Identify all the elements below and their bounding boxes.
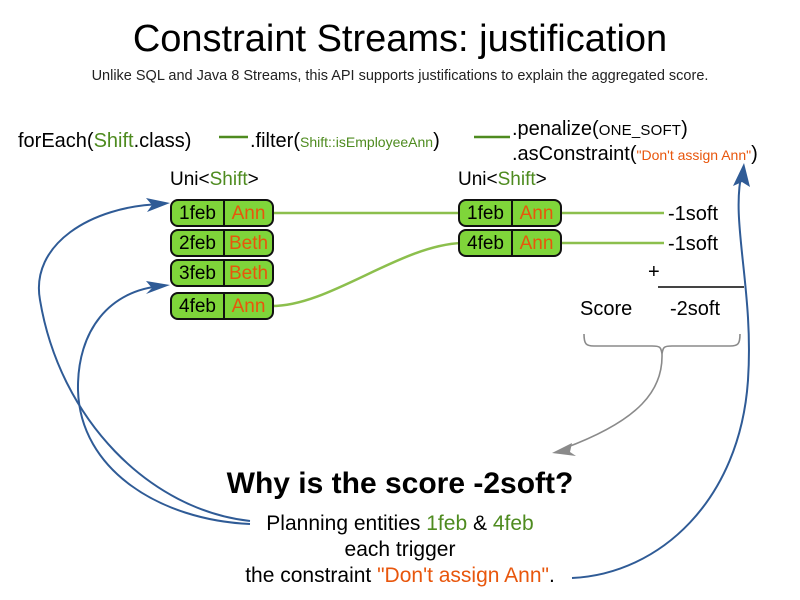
list-item[interactable]: 2feb Beth	[170, 229, 274, 257]
explanation-line-3: the constraint "Don't assign Ann".	[0, 563, 800, 589]
shift-employee: Ann	[224, 199, 274, 227]
uni-right-prefix: Uni<	[458, 169, 498, 190]
explanation-entity-b: 4feb	[492, 512, 534, 535]
page-title: Constraint Streams: justification	[132, 18, 668, 60]
brace-arrow-head-icon	[552, 443, 576, 456]
penalize-prefix: .penalize(	[512, 118, 599, 140]
list-item[interactable]: 4feb Ann	[170, 292, 274, 320]
filter-arg: Shift::isEmployeeAnn	[300, 134, 434, 150]
foreach-type: Shift	[93, 130, 134, 152]
arrow-head-4feb-icon	[146, 281, 170, 294]
asconstraint-suffix: )	[751, 143, 758, 165]
shift-employee: Ann	[512, 199, 562, 227]
shift-date: 1feb	[458, 199, 512, 227]
shift-date: 4feb	[170, 292, 224, 320]
asconstraint-arg: "Don't assign Ann"	[636, 147, 752, 163]
explanation-line-2: each trigger	[344, 538, 456, 561]
score-total: -2soft	[670, 298, 721, 320]
row-score-1: -1soft	[668, 203, 719, 225]
shift-employee: Ann	[512, 229, 562, 257]
explanation-amp: &	[467, 512, 493, 535]
filter-suffix: )	[433, 130, 440, 152]
list-item[interactable]: 3feb Beth	[170, 259, 274, 287]
pipeline-foreach: forEach(Shift.class)	[18, 128, 191, 154]
shift-employee: Beth	[224, 259, 274, 287]
penalize-arg: ONE_SOFT	[598, 122, 682, 139]
explanation-line1-prefix: Planning entities	[266, 512, 427, 535]
shift-date: 1feb	[170, 199, 224, 227]
row-score-2: -1soft	[668, 233, 719, 255]
list-item[interactable]: 4feb Ann	[458, 229, 562, 257]
sum-operator: +	[648, 261, 660, 283]
uni-left-type: Shift	[209, 169, 248, 190]
penalize-suffix: )	[681, 118, 688, 140]
explanation-constraint-name: "Don't assign Ann"	[377, 564, 549, 587]
shift-date: 2feb	[170, 229, 224, 257]
sum-rule-line	[658, 286, 744, 288]
list-item[interactable]: 1feb Ann	[458, 199, 562, 227]
connector-row-4feb	[271, 241, 463, 308]
explanation-line3-prefix: the constraint	[245, 564, 378, 587]
brace-explanation-arrow	[564, 353, 663, 449]
asconstraint-prefix: .asConstraint(	[512, 143, 637, 165]
shift-date: 3feb	[170, 259, 224, 287]
score-label: Score	[580, 298, 633, 320]
uni-right-suffix: >	[535, 169, 547, 190]
page-subtitle: Unlike SQL and Java 8 Streams, this API …	[91, 68, 709, 84]
uni-left-prefix: Uni<	[170, 169, 210, 190]
list-item[interactable]: 1feb Ann	[170, 199, 274, 227]
pipeline-filter: .filter(Shift::isEmployeeAnn)	[250, 128, 440, 155]
foreach-suffix: .class)	[133, 130, 192, 152]
explanation-entity-a: 1feb	[426, 512, 468, 535]
foreach-prefix: forEach(	[18, 130, 94, 152]
shift-employee: Beth	[224, 229, 274, 257]
explanation-line-1: Planning entities 1feb & 4feb	[0, 511, 800, 537]
uni-right-type: Shift	[497, 169, 536, 190]
curly-brace	[583, 333, 741, 355]
stream-label-left: Uni<Shift>	[170, 168, 259, 191]
stream-label-right: Uni<Shift>	[458, 168, 547, 191]
shift-date: 4feb	[458, 229, 512, 257]
pipeline-asconstraint: .asConstraint("Don't assign Ann")	[512, 141, 758, 168]
arrow-head-1feb-icon	[146, 198, 170, 212]
explanation-heading: Why is the score -2soft?	[226, 467, 574, 500]
uni-left-suffix: >	[247, 169, 259, 190]
shift-employee: Ann	[224, 292, 274, 320]
pipeline-penalize: .penalize(ONE_SOFT)	[512, 116, 688, 144]
explanation-line3-suffix: .	[548, 564, 555, 587]
filter-prefix: .filter(	[250, 130, 300, 152]
